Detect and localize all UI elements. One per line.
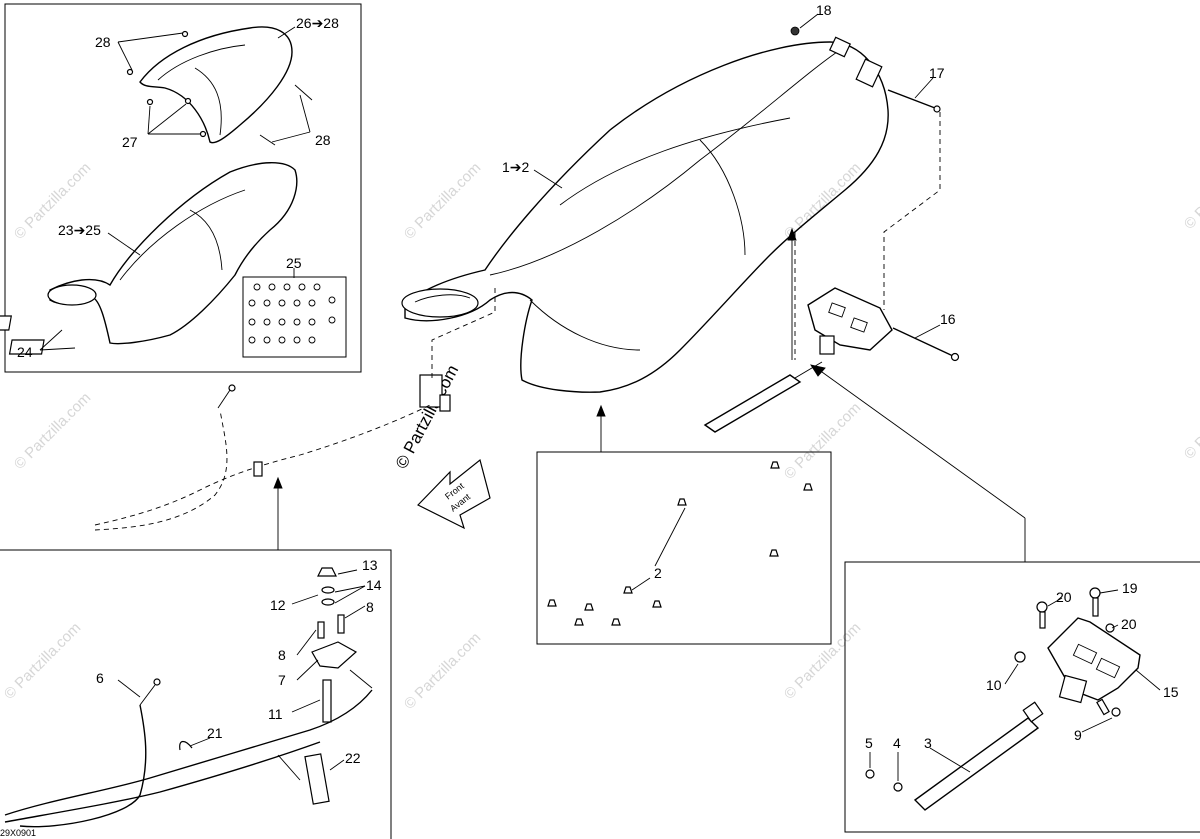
callout-28: 28: [315, 132, 331, 148]
watermark: © Partzilla.com: [1181, 379, 1200, 462]
callout-22: 22: [345, 750, 361, 766]
callout-28: 28: [95, 34, 111, 50]
callout-5: 5: [865, 735, 873, 751]
hinge-block: [1058, 674, 1088, 704]
watermarks: © Partzilla.com © Partzilla.com © Partzi…: [1, 149, 1200, 712]
callout-19: 19: [1122, 580, 1138, 596]
watermark: © Partzilla.com: [11, 389, 94, 472]
inset-hinge: 20 19 20 10 15 9 3 4 5: [844, 561, 1200, 833]
callout-23-25: 23➔25: [58, 222, 101, 238]
lower-seat-seams: [119, 189, 246, 281]
callout-18: 18: [816, 2, 832, 18]
rivet-kit-box: [242, 276, 347, 358]
watermark: © Partzilla.com: [401, 629, 484, 712]
seat-part: [404, 41, 889, 393]
inset-seat-cover: 28 26➔28 27 28 23➔25 24 25: [0, 3, 362, 373]
seat-latch-housing: [401, 288, 479, 318]
lower-seat-part: [49, 162, 298, 345]
inset-frame: [844, 561, 1200, 833]
pin-17: [887, 89, 936, 109]
watermark: © Partzilla.com: [781, 619, 864, 702]
callout-12: 12: [270, 597, 286, 613]
rivet-kit: [248, 283, 336, 344]
hinge-bracket: [828, 36, 852, 58]
callout-10: 10: [986, 677, 1002, 693]
callout-9: 9: [1074, 727, 1082, 743]
callout-15: 15: [1163, 684, 1179, 700]
callout-13: 13: [362, 557, 378, 573]
watermark: © Partzilla.com: [401, 159, 484, 242]
callout-20: 20: [1056, 589, 1072, 605]
callout-6: 6: [96, 670, 104, 686]
seat-cover-part: [139, 26, 293, 144]
watermark: © Partzilla.com: [781, 159, 864, 242]
latch-assembly: [419, 374, 443, 408]
callout-2: 2: [654, 565, 662, 581]
inset-frame: [4, 3, 362, 373]
callout-8: 8: [366, 599, 374, 615]
watermark: © Partzilla.com: [781, 399, 864, 482]
nut-10: [1014, 651, 1026, 663]
callout-25: 25: [286, 255, 302, 271]
callout-26-28: 26➔28: [296, 15, 339, 31]
nut-5: [865, 769, 875, 779]
push-pins: [547, 461, 813, 626]
callout-3: 3: [924, 735, 932, 751]
nut-18: [790, 26, 800, 36]
decal-part: [0, 315, 12, 331]
callout-27: 27: [122, 134, 138, 150]
hinge-bracket: [855, 58, 883, 88]
seat-seam: [559, 117, 791, 256]
callout-16: 16: [940, 311, 956, 327]
connection-lines: [431, 112, 941, 378]
callout-4: 4: [893, 735, 901, 751]
bolt-11: [322, 679, 332, 723]
callout-11: 11: [268, 706, 283, 722]
callout-14: 14: [366, 577, 382, 593]
callout-8: 8: [278, 647, 286, 663]
diagram-id: 29X0901: [0, 828, 36, 838]
seat-cover-seams: [157, 44, 246, 136]
callout-21: 21: [207, 725, 223, 741]
callout-7: 7: [278, 672, 286, 688]
main-seat: [401, 26, 960, 433]
nut-13: [317, 567, 337, 577]
bolt-16: [892, 327, 954, 357]
hinge-block: [819, 335, 835, 355]
inset-frame: [536, 451, 832, 645]
hinge-plate: [807, 287, 893, 351]
callout-17: 17: [929, 65, 945, 81]
callout-24: 24: [17, 344, 33, 360]
washer-4: [893, 782, 903, 792]
cable-21: [4, 689, 373, 816]
pointer-arrows: [273, 227, 1026, 562]
front-arrow: Front Avant: [416, 458, 491, 530]
callout-1-2: 1➔2: [502, 159, 530, 175]
inset-push-pins: 2: [536, 451, 832, 645]
seat-seam: [529, 299, 641, 351]
seat-seam: [489, 49, 841, 276]
latch-body-7: [311, 641, 358, 669]
gas-strut-3: [913, 717, 1040, 811]
watermark: © Partzilla.com: [1, 619, 84, 702]
inset-leaders: [39, 26, 311, 351]
seat-latch-housing: [47, 284, 97, 306]
inset-latch: 12 13 14 8 8 7 11 6 21 22: [0, 549, 392, 839]
gas-strut: [703, 374, 802, 433]
callout-20: 20: [1121, 616, 1137, 632]
release-cable: [94, 384, 431, 531]
watermark: © Partzilla.com: [1181, 149, 1200, 232]
inset-frame: [0, 549, 392, 839]
grip-22: [304, 753, 330, 805]
main-callouts: 1➔2 18 17 16: [502, 2, 956, 339]
